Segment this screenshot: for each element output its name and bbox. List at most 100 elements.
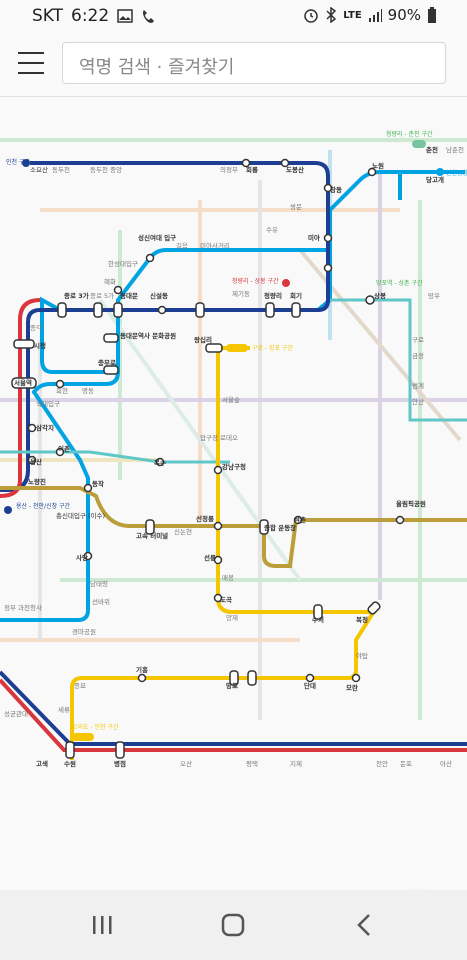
note-incheon[interactable]: 인천 구간 (6, 158, 30, 166)
station-label[interactable]: 서울역 (14, 378, 32, 387)
station-label[interactable]: 옥수 (154, 458, 166, 467)
station-label[interactable]: 남춘천 (446, 145, 464, 154)
station-label[interactable]: 둔포 (400, 760, 412, 768)
station-label[interactable]: 미아 (308, 233, 320, 242)
station-label[interactable]: 천안 (376, 759, 388, 768)
note-yongsan[interactable]: 용산 - 천안/신창 구간 (16, 502, 71, 510)
station-label[interactable]: 의정부 (220, 165, 238, 174)
station-label[interactable]: 종묘 (74, 682, 86, 690)
station-label[interactable]: 동두천 (52, 165, 70, 174)
station-label[interactable]: 안산 (412, 397, 424, 406)
station-label[interactable]: 회룡 (246, 165, 258, 174)
station-label[interactable]: 용산 (30, 457, 42, 466)
station-label[interactable]: 망우 (428, 291, 440, 300)
station-label[interactable]: 기흥 (136, 665, 148, 674)
station-label[interactable]: 모란 (346, 683, 358, 692)
station-label[interactable]: 서울숲 (222, 395, 240, 404)
station-label[interactable]: 단대 (304, 681, 316, 690)
station-label[interactable]: 당고개 (426, 175, 444, 184)
station-label[interactable]: 종로 5가 (90, 291, 114, 300)
network-label: LTE (343, 9, 362, 21)
station-label[interactable]: 양재 (226, 614, 238, 622)
station-label[interactable]: 혜화 (104, 277, 116, 286)
search-input[interactable]: 역명 검색 · 즐겨찾기 (62, 42, 446, 84)
station-label[interactable]: 고색 (36, 759, 48, 768)
station-label[interactable]: 창동 (330, 185, 342, 194)
station-label[interactable]: 올림픽공원 (396, 499, 426, 508)
station-label[interactable]: 오산 (180, 759, 192, 768)
station-label[interactable]: 구로 (412, 336, 424, 344)
station-label[interactable]: 신설동 (150, 291, 168, 300)
station-label[interactable]: 왕십리 (194, 335, 212, 344)
station-label[interactable]: 동대문 (120, 291, 138, 300)
station-label[interactable]: 사당 (76, 553, 88, 562)
station-label[interactable]: 범계 (412, 381, 424, 390)
recent-apps-button[interactable] (83, 908, 123, 942)
station-label[interactable]: 상봉 (374, 291, 386, 300)
station-label[interactable]: 삼각지 (36, 423, 54, 432)
note-oido[interactable]: 오이도 - 인천 구간 (72, 723, 119, 731)
station-label[interactable]: 복정 (356, 615, 368, 624)
note-chuncheon[interactable]: 청량리 - 춘천 구간 (386, 130, 433, 138)
station-label[interactable]: 쌍문 (290, 202, 302, 211)
station-label[interactable]: 시청 (34, 341, 46, 350)
station-label[interactable]: 동두천 중앙 (90, 165, 122, 174)
station-label[interactable]: 선정릉 (196, 514, 214, 523)
station-label[interactable]: 수유 (266, 226, 278, 234)
label-soyosan[interactable]: 소요산 (30, 165, 48, 174)
station-label[interactable]: 병점 (114, 759, 126, 768)
station-label[interactable]: 총신대입구 (이수) (56, 511, 105, 520)
station-label[interactable]: 평택 (246, 759, 258, 768)
station-label[interactable]: 지제 (290, 759, 302, 768)
station-label[interactable]: 충무로 (98, 358, 116, 367)
station-label[interactable]: 종합 운동장 (264, 523, 296, 532)
station-label[interactable]: 석촌 (294, 515, 306, 524)
station-label[interactable]: 회기 (290, 291, 302, 300)
station-label[interactable]: 제기동 (232, 289, 250, 298)
station-label[interactable]: 압구정 로데오 (200, 433, 238, 442)
station-label[interactable]: 남태령 (90, 579, 108, 588)
station-label[interactable]: 정부 과천청사 (4, 603, 42, 612)
station-label[interactable]: 아산 (440, 759, 452, 768)
station-label[interactable]: 이촌 (58, 444, 70, 453)
station-label[interactable]: 명동 (82, 386, 94, 395)
station-label[interactable]: 수서 (312, 615, 324, 624)
note-airport[interactable]: 인천공항 (446, 169, 467, 177)
station-label[interactable]: 도곡 (220, 596, 232, 604)
station-label[interactable]: 경마공원 (72, 627, 96, 636)
station-label[interactable]: 망포 (226, 681, 238, 690)
subway-map[interactable]: 청량리 - 춘천 구간 인천 구간 인천공항 청량리 - 상봉 구간 망포역 -… (0, 97, 467, 890)
station-label[interactable]: 청량리 (264, 291, 282, 300)
station-label[interactable]: 선릉 (204, 553, 216, 562)
station-label[interactable]: 선바위 (92, 597, 110, 606)
station-label[interactable]: 길음 (176, 242, 188, 250)
station-label[interactable]: 수원 (64, 759, 76, 768)
menu-button[interactable] (18, 52, 44, 74)
station-label[interactable]: 춘천 (426, 145, 438, 154)
note-mangpo[interactable]: 망포역 - 상촌 구간 (376, 279, 423, 287)
station-label[interactable]: 고속 터미널 (136, 531, 168, 540)
station-label[interactable]: 도봉산 (286, 165, 304, 174)
back-button[interactable] (345, 908, 385, 942)
station-label[interactable]: 성신여대 입구 (138, 233, 176, 242)
station-label[interactable]: 종각 (30, 324, 42, 332)
station-label[interactable]: 종로 3가 (64, 291, 89, 300)
note-sangbong[interactable]: 청량리 - 상봉 구간 (232, 277, 279, 285)
station-label[interactable]: 동작 (92, 479, 104, 488)
station-label[interactable]: 미아사거리 (200, 241, 230, 250)
station-label[interactable]: 노량진 (28, 477, 46, 486)
station-label[interactable]: 매봉 (222, 574, 234, 582)
station-label[interactable]: 신논현 (174, 527, 192, 536)
station-label[interactable]: 동대문역사 문화공원 (120, 331, 176, 340)
station-label[interactable]: 금정 (412, 351, 424, 360)
note-guro[interactable]: 구로 - 망포 구간 (252, 344, 293, 352)
station-label[interactable]: 야탑 (356, 651, 368, 660)
station-label[interactable]: 숙대입구 (36, 400, 60, 408)
station-label[interactable]: 세류 (58, 705, 70, 714)
station-label[interactable]: 강남구청 (222, 462, 246, 471)
station-label[interactable]: 회현 (56, 387, 68, 395)
home-button[interactable] (213, 908, 253, 942)
station-label[interactable]: 노원 (372, 161, 384, 170)
station-label[interactable]: 한성대입구 (108, 259, 138, 268)
station-label[interactable]: 성균관대 (4, 709, 28, 718)
